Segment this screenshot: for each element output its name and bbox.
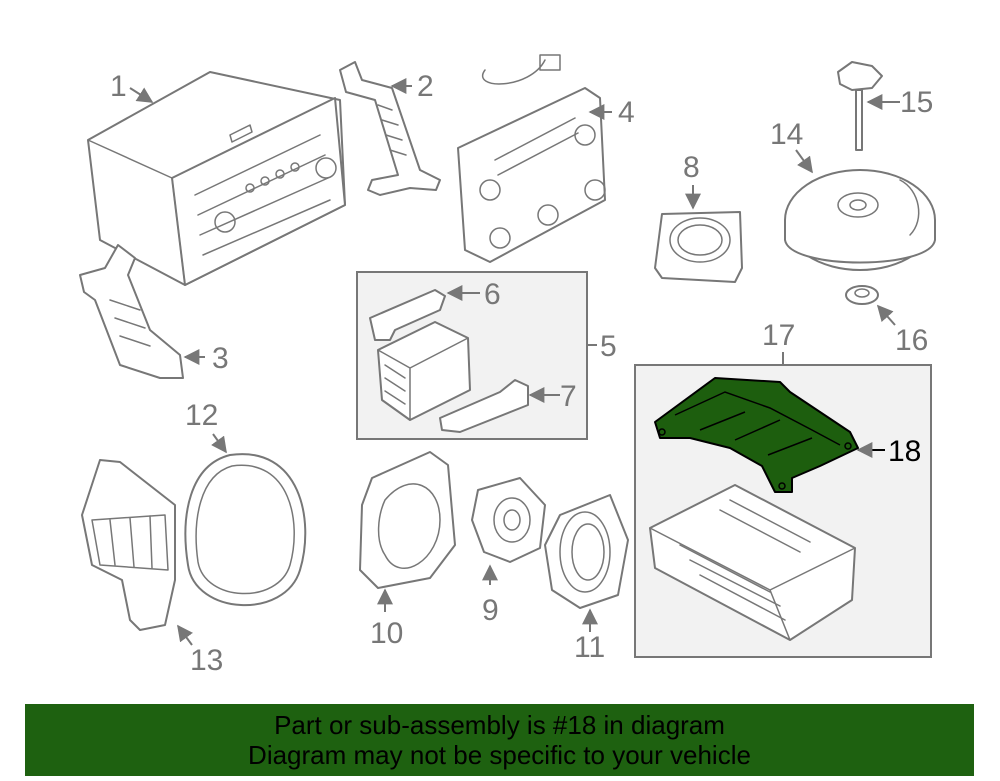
part-13-speaker-bracket[interactable] <box>81 459 176 631</box>
part-5-module[interactable] <box>377 321 471 421</box>
part-11-speaker[interactable] <box>544 494 629 609</box>
part-14-subwoofer[interactable] <box>784 169 936 271</box>
banner-line-2: Diagram may not be specific to your vehi… <box>248 740 751 770</box>
callout-8: 8 <box>683 151 700 184</box>
callout-5: 5 <box>600 330 617 363</box>
parts-diagram: 1 2 3 4 5 6 7 8 9 10 11 12 13 14 15 16 1… <box>79 54 936 677</box>
part-17-amplifier[interactable] <box>649 484 856 641</box>
callout-12: 12 <box>185 399 218 432</box>
callout-16: 16 <box>895 324 928 357</box>
callout-15: 15 <box>900 86 933 119</box>
callout-3: 3 <box>212 342 229 375</box>
part-1-radio-unit[interactable] <box>87 71 346 286</box>
callout-13: 13 <box>190 644 223 677</box>
info-banner: Part or sub-assembly is #18 in diagram D… <box>25 704 974 776</box>
callout-14: 14 <box>770 118 803 151</box>
callout-11: 11 <box>574 631 605 664</box>
part-8-speaker[interactable] <box>654 211 743 283</box>
part-16-washer[interactable] <box>845 285 879 305</box>
part-3-bracket[interactable] <box>79 244 184 379</box>
banner-line-1: Part or sub-assembly is #18 in diagram <box>274 710 725 740</box>
callout-7: 7 <box>560 380 577 413</box>
callout-6: 6 <box>484 278 501 311</box>
part-18-amplifier-bracket[interactable] <box>654 377 859 493</box>
callout-10: 10 <box>370 617 403 650</box>
callout-4: 4 <box>618 96 635 129</box>
callout-17: 17 <box>762 319 795 352</box>
callout-9: 9 <box>482 594 499 627</box>
part-15-bolt[interactable] <box>837 61 883 151</box>
part-4-control-panel[interactable] <box>457 54 606 263</box>
callout-18: 18 <box>888 435 921 468</box>
part-12-speaker-gasket[interactable] <box>184 453 307 606</box>
callout-2: 2 <box>417 70 434 103</box>
part-10-speaker-housing[interactable] <box>359 451 456 589</box>
part-2-bracket[interactable] <box>339 61 441 196</box>
part-7-bracket[interactable] <box>439 379 529 433</box>
part-9-tweeter[interactable] <box>471 477 546 563</box>
callout-1: 1 <box>110 70 127 103</box>
part-6-bracket[interactable] <box>369 289 446 341</box>
